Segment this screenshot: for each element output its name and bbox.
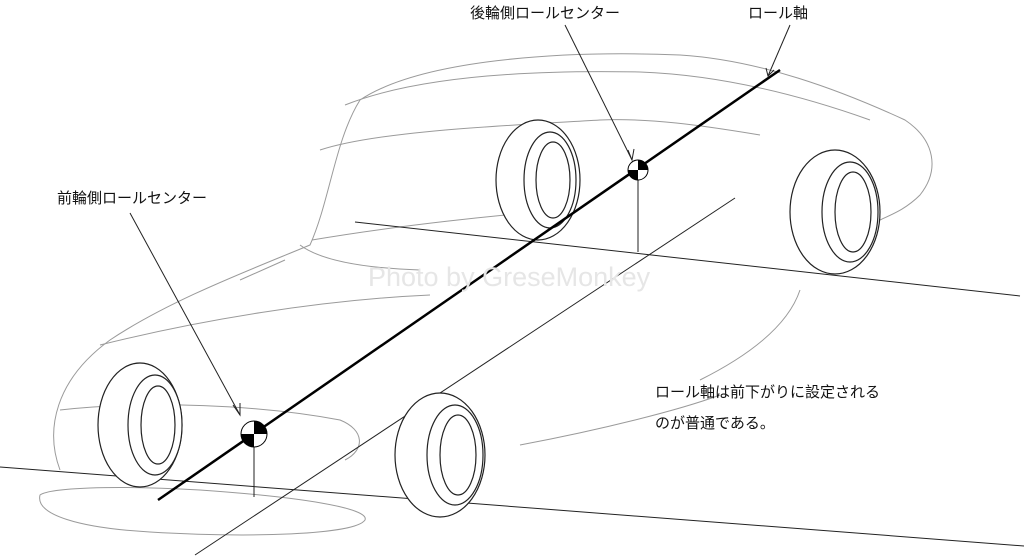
tire-rear-left bbox=[495, 119, 581, 241]
tire-front-left bbox=[97, 362, 183, 488]
rear-roll-center-marker bbox=[627, 159, 649, 181]
leader-lines bbox=[129, 24, 791, 417]
note-line-1: ロール軸は前下がりに設定される bbox=[655, 383, 881, 401]
note-line-2: のが普通である。 bbox=[655, 414, 775, 432]
tire-rear-right bbox=[789, 149, 881, 275]
ground-lines bbox=[0, 180, 1024, 556]
tire-front-right bbox=[394, 392, 486, 518]
roll-axis-label: ロール軸 bbox=[748, 4, 809, 22]
watermark: Photo by GreseMonkey bbox=[368, 262, 651, 292]
tires bbox=[97, 119, 881, 518]
front-roll-center-label: 前輪側ロールセンター bbox=[57, 189, 208, 207]
rear-roll-center-label: 後輪側ロールセンター bbox=[470, 4, 621, 22]
front-roll-center-marker bbox=[240, 420, 268, 448]
